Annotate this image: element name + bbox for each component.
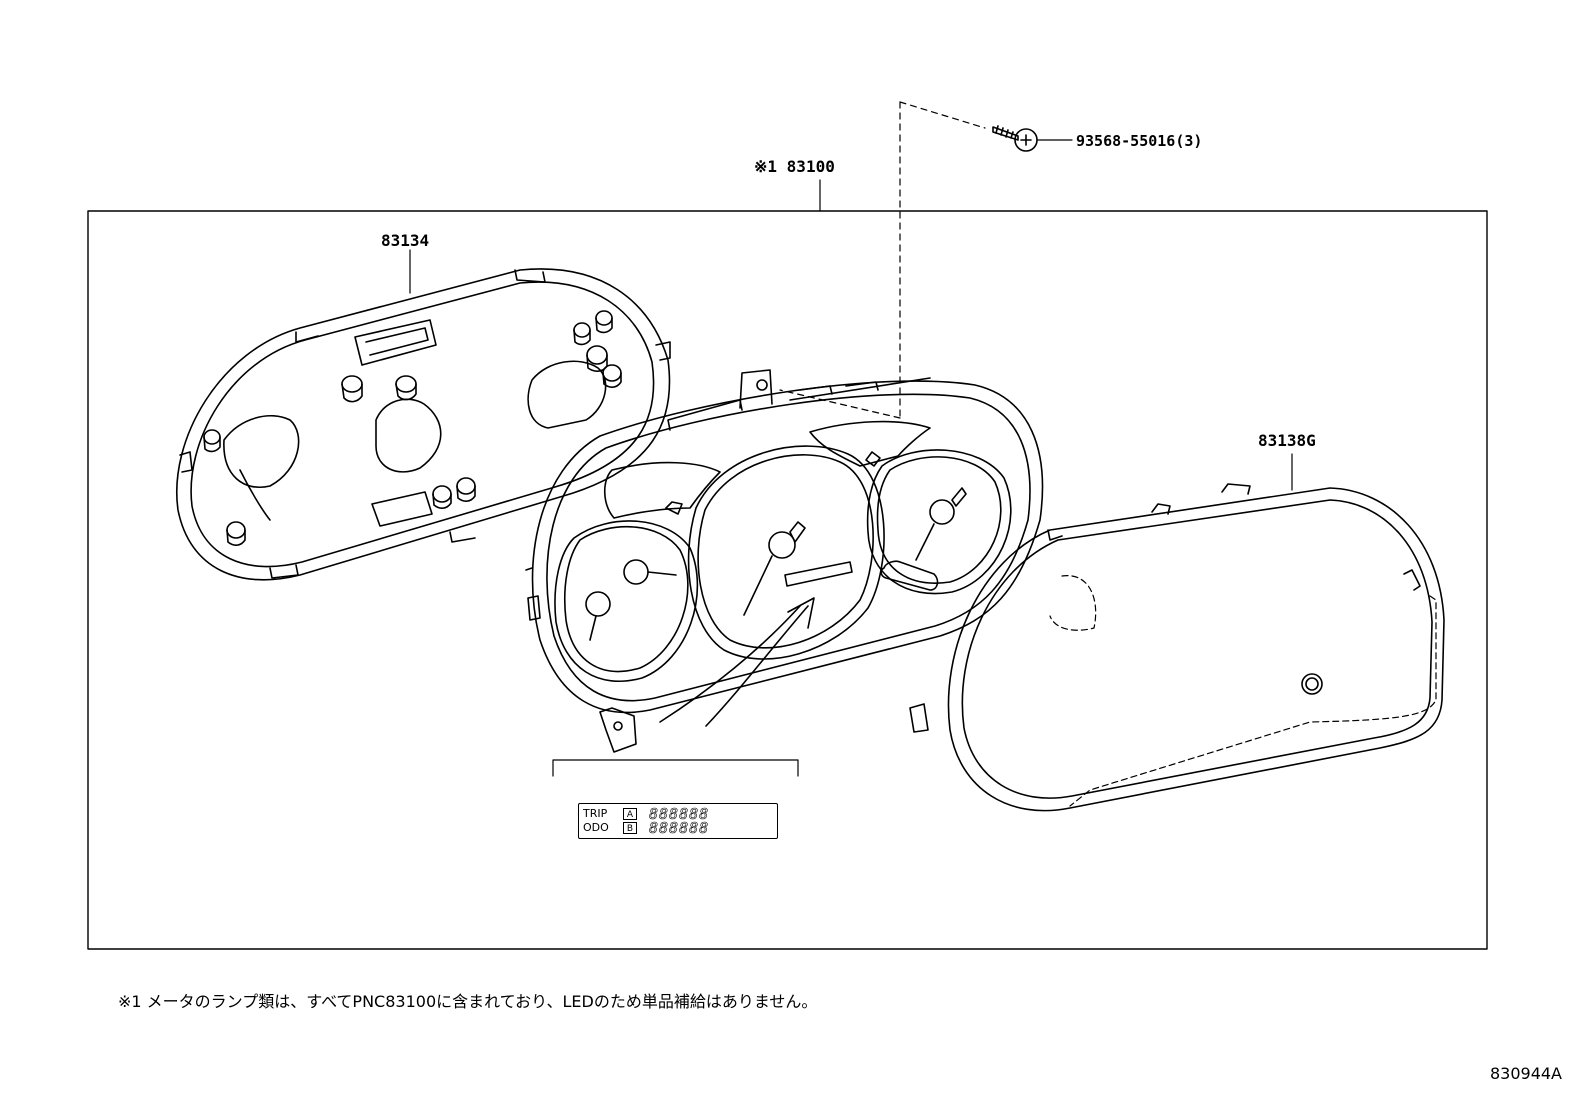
trip-digits: 888888 — [649, 805, 710, 823]
illustration-id: 830944A — [1489, 1064, 1562, 1083]
lcd-callout-bracket — [552, 759, 799, 777]
lamp-housing-right — [527, 360, 607, 429]
rear-case-part — [176, 249, 671, 581]
lamp-housing-left — [223, 415, 300, 488]
trip-b-indicator: B — [623, 822, 637, 834]
meter-body-part — [525, 369, 1044, 753]
lcd-callout-arrow — [659, 605, 801, 723]
assembly-part-number: ※1 83100 — [754, 157, 835, 176]
screw-axis-line — [779, 101, 986, 419]
screw-part-number: 93568-55016(3) — [1076, 132, 1203, 150]
rear-case-part-number: 83134 — [381, 231, 430, 250]
trip-a-indicator: A — [623, 808, 637, 820]
odo-label: ODO — [583, 821, 609, 834]
lamp-housing-center — [375, 398, 442, 473]
assembly-frame — [87, 210, 1488, 950]
trip-label: TRIP — [583, 807, 608, 820]
cover-part-number: 83138G — [1258, 431, 1316, 450]
odometer-lcd-detail: TRIP ODO A B 888888 888888 — [578, 803, 778, 839]
odo-digits: 888888 — [649, 819, 710, 837]
screw-part — [992, 125, 1073, 152]
cover-part — [909, 453, 1445, 812]
footnote: ※1 メータのランプ類は、すべてPNC83100に含まれており、LEDのため単品… — [118, 992, 818, 1011]
